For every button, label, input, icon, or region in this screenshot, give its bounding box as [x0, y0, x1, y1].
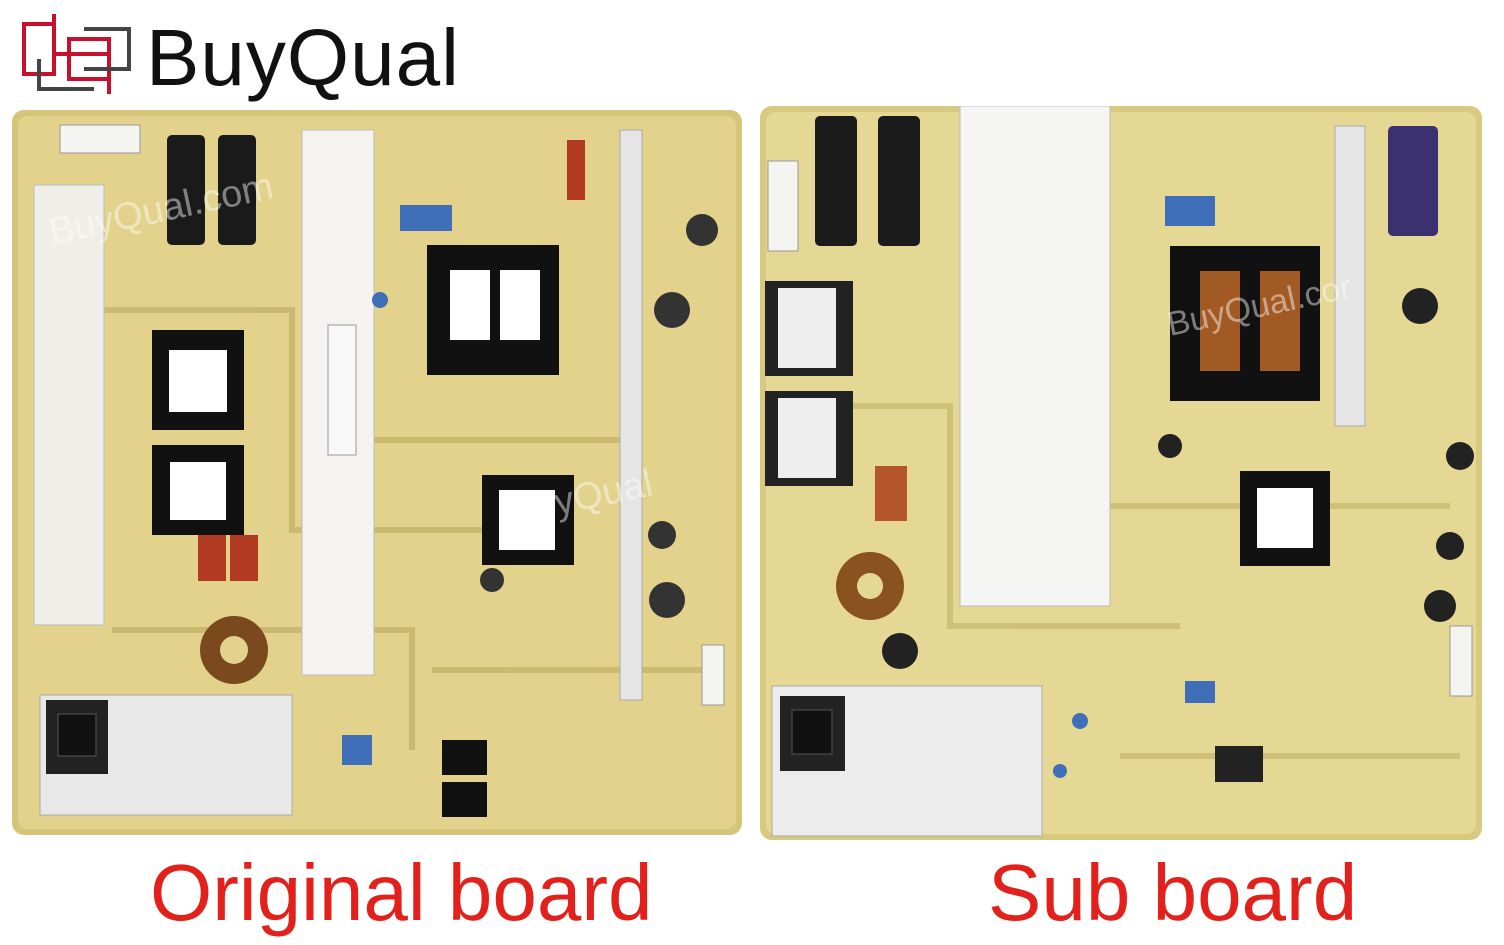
sub-board-photo: BuyQual.cor: [760, 106, 1482, 840]
original-board-caption: Original board: [150, 848, 653, 937]
buyqual-logo-icon: [22, 14, 131, 94]
sub-board-caption: Sub board: [988, 848, 1358, 937]
original-board-photo: BuyQual.com BuyQual: [12, 110, 742, 835]
brand-name: BuyQual: [146, 13, 460, 102]
brand-logo: BuyQual: [14, 4, 484, 104]
